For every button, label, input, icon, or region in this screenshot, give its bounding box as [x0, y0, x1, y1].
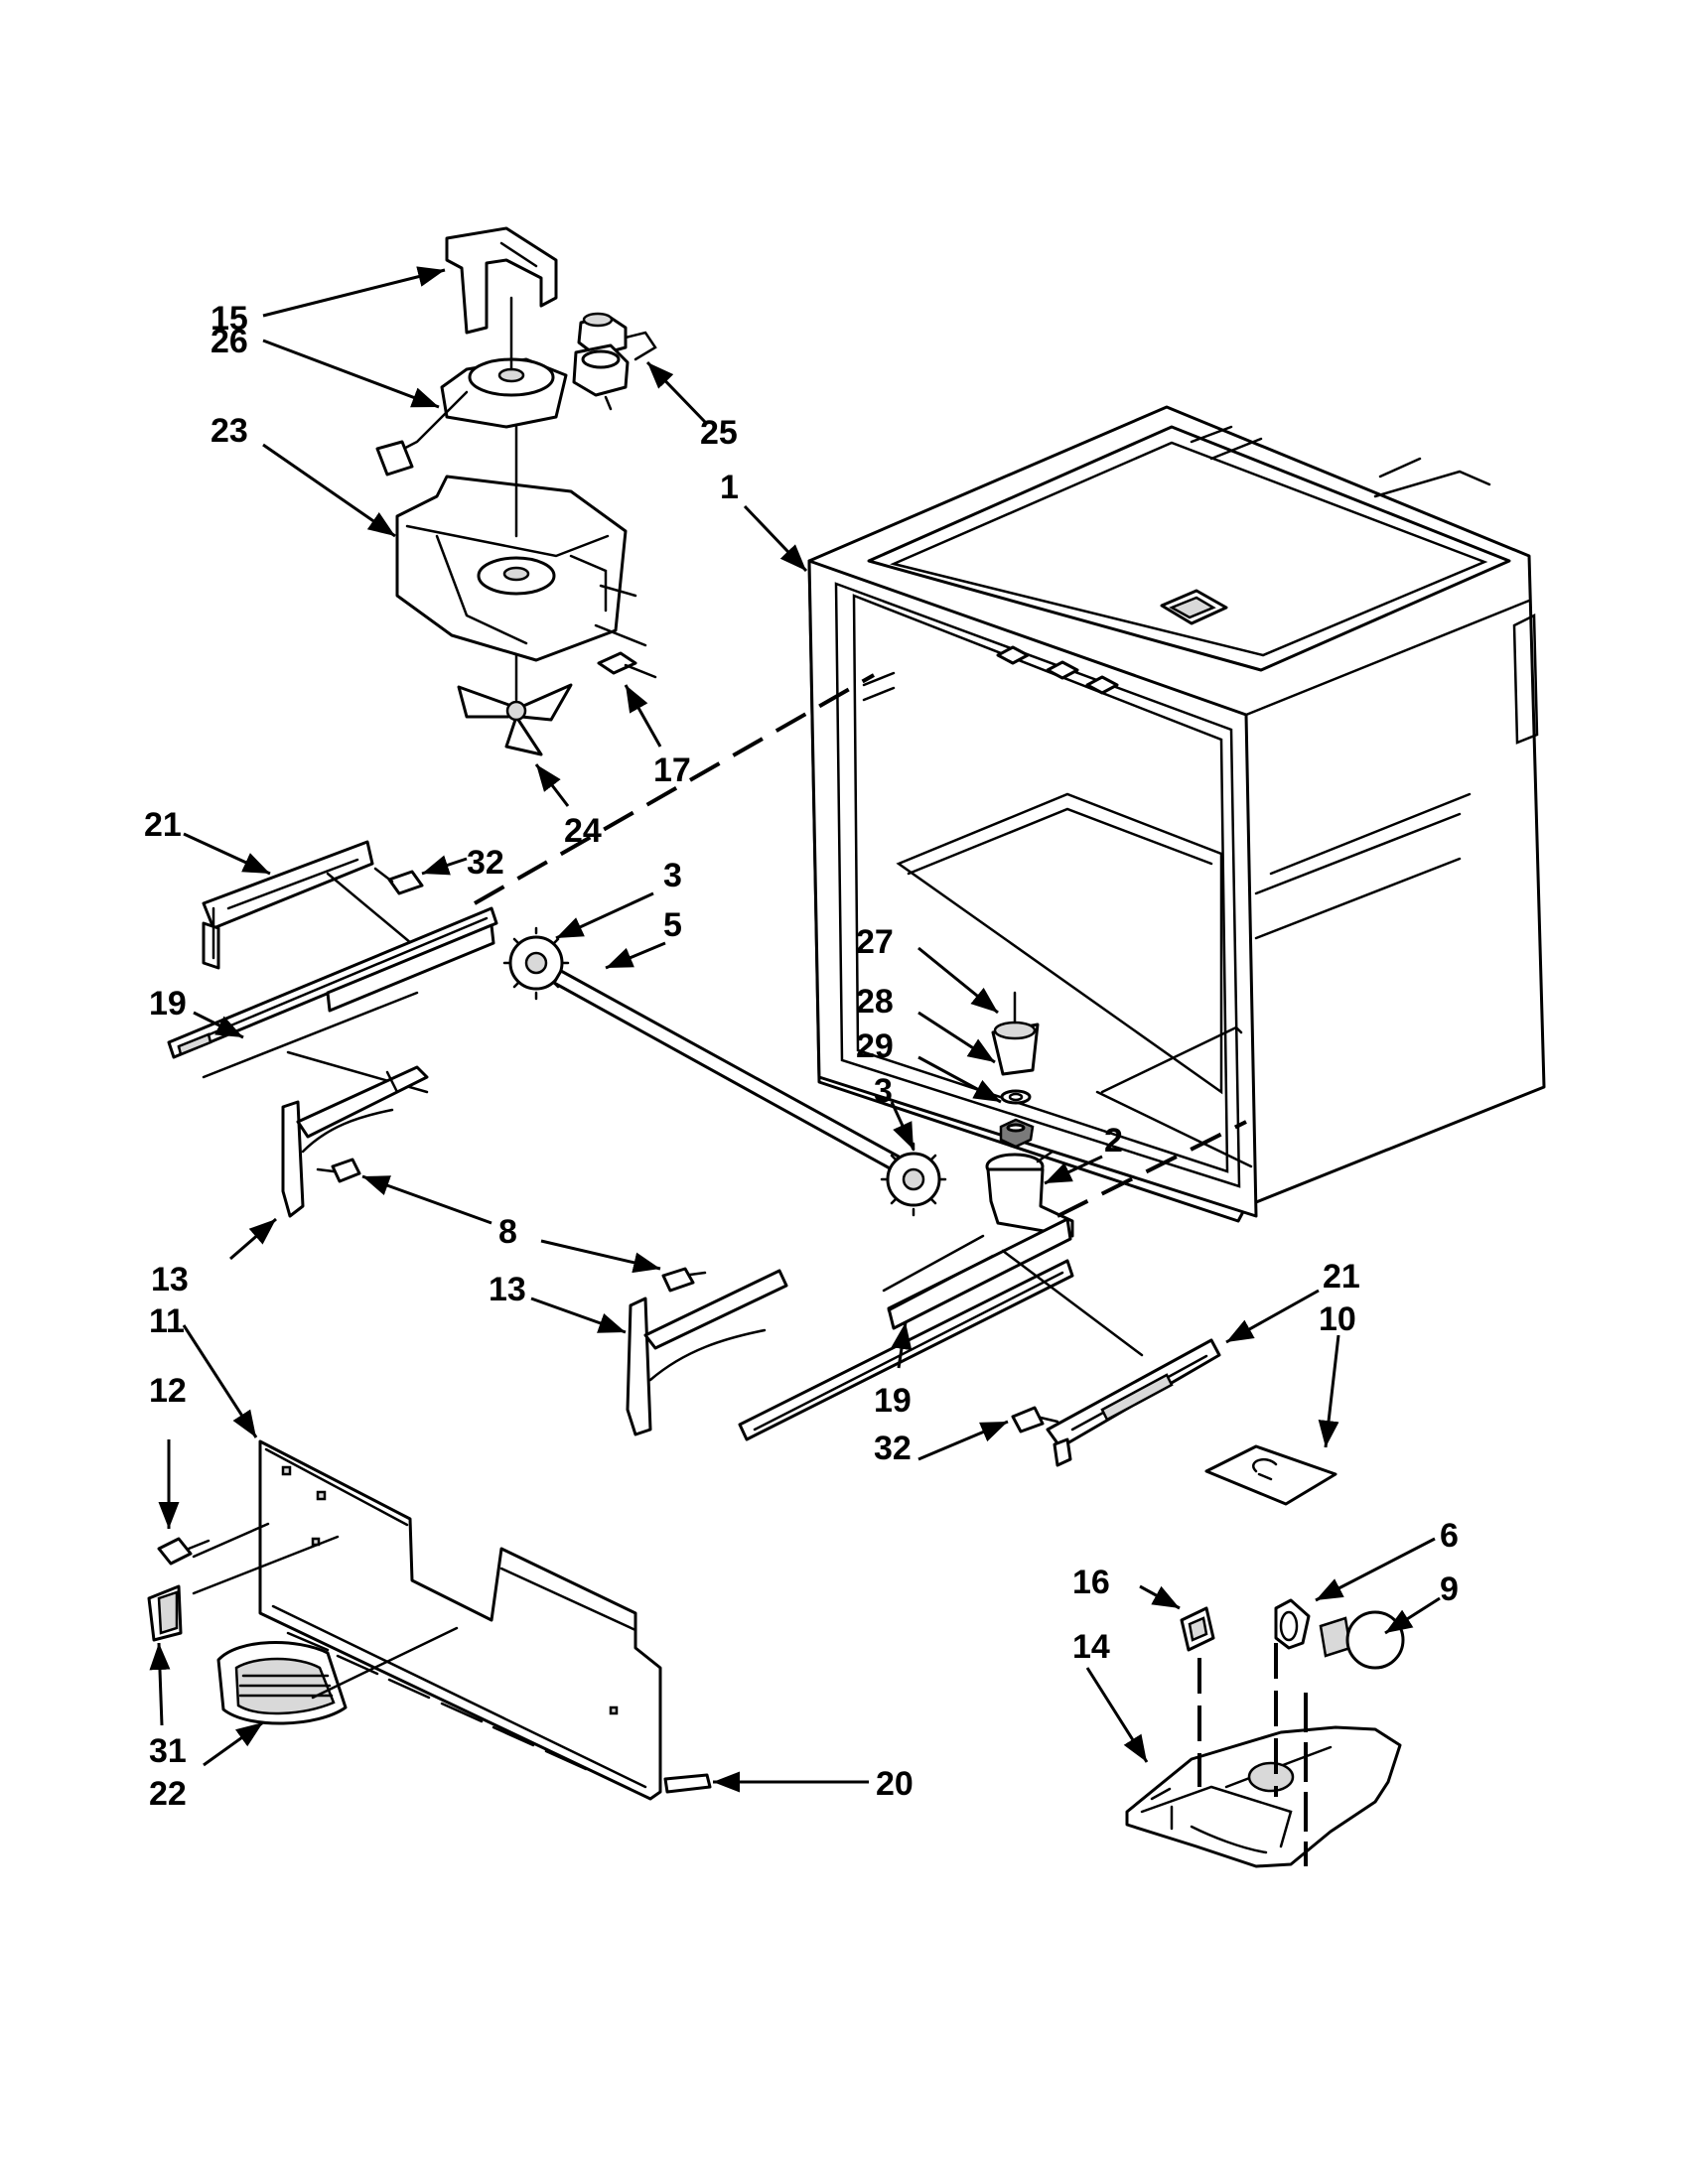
cap-part-27	[991, 991, 1040, 1076]
slide-bracket-part-21-right	[1046, 1338, 1221, 1467]
clip-part-31	[147, 1584, 183, 1642]
slide-bracket-part-13-right	[626, 1269, 788, 1436]
screw-part-8-left	[316, 1158, 361, 1183]
callout-10: 10	[1319, 1300, 1356, 1338]
callout-27: 27	[856, 923, 894, 961]
callout-22: 22	[149, 1775, 187, 1813]
leader-arrows	[149, 266, 1441, 1793]
callout-6: 6	[1440, 1517, 1459, 1555]
callout-25: 25	[700, 414, 738, 452]
connector-line-liner	[1095, 1025, 1253, 1168]
callout-19-left: 19	[149, 985, 187, 1023]
slide-bracket-part-13-left	[281, 1065, 429, 1218]
callout-21-left: 21	[144, 806, 182, 844]
callout-31: 31	[149, 1732, 187, 1770]
bulb-part-9	[1319, 1610, 1405, 1670]
callout-28: 28	[856, 983, 894, 1021]
callout-32-left: 32	[467, 844, 504, 882]
callout-11: 11	[149, 1302, 185, 1340]
slide-rail-part-19-right	[738, 1217, 1144, 1441]
callout-15: 15	[211, 300, 248, 338]
screw-part-32-left	[373, 867, 424, 895]
callout-19-right: 19	[874, 1382, 912, 1420]
rear-panel-part-11	[258, 1439, 662, 1801]
callout-2: 2	[1104, 1122, 1123, 1160]
nut-part-29	[999, 1118, 1035, 1149]
callout-8: 8	[498, 1213, 517, 1251]
callout-labels: 15 26 23 25 1 17 24 21 32 3 5 19 27 28 2…	[144, 300, 1459, 1813]
callout-26: 26	[211, 323, 248, 360]
callout-20: 20	[876, 1765, 914, 1803]
callout-23: 23	[211, 412, 248, 450]
screw-part-12	[157, 1537, 211, 1566]
callout-1: 1	[720, 469, 739, 506]
dashed-line-liner-right	[1056, 1120, 1247, 1218]
callout-14: 14	[1072, 1628, 1110, 1666]
grille-part-22	[216, 1641, 348, 1725]
switch-part-16	[1180, 1606, 1215, 1652]
callout-3-right: 3	[874, 1072, 893, 1110]
freezer-liner	[807, 405, 1546, 1223]
washer-part-28	[1000, 1089, 1032, 1105]
bracket-part-2	[985, 1150, 1074, 1238]
gasket-part-20	[663, 1773, 712, 1794]
light-housing-part-14	[1125, 1725, 1402, 1868]
callout-5: 5	[663, 906, 682, 944]
screw-part-32-right	[1011, 1406, 1059, 1433]
damper-part-25	[572, 312, 657, 411]
label-sheet-part-10	[1204, 1444, 1337, 1506]
callout-9: 9	[1440, 1570, 1459, 1608]
callout-12: 12	[149, 1372, 187, 1410]
callout-21-right: 21	[1323, 1258, 1360, 1296]
callout-17: 17	[653, 751, 691, 789]
socket-part-6	[1274, 1598, 1311, 1650]
slide-bracket-part-21-left	[202, 840, 419, 970]
screw-part-8-right	[661, 1267, 707, 1293]
callout-13-left: 13	[151, 1261, 189, 1298]
dashed-line-liner-left	[474, 673, 875, 905]
callout-3-left: 3	[663, 857, 682, 894]
callout-24: 24	[564, 812, 602, 850]
fan-shroud-part-23	[395, 425, 637, 662]
connector-line-grille	[192, 1522, 459, 1700]
callout-29: 29	[856, 1027, 894, 1065]
sprocket-part-3-left	[502, 926, 570, 1001]
fan-motor-part-26	[375, 296, 568, 477]
callout-16: 16	[1072, 1564, 1110, 1601]
screw-part-17	[594, 623, 657, 679]
fan-blade-part-24	[457, 653, 573, 756]
fan-bracket-part-15	[445, 226, 558, 335]
callout-32-right: 32	[874, 1430, 912, 1467]
callout-13-right: 13	[489, 1271, 526, 1308]
